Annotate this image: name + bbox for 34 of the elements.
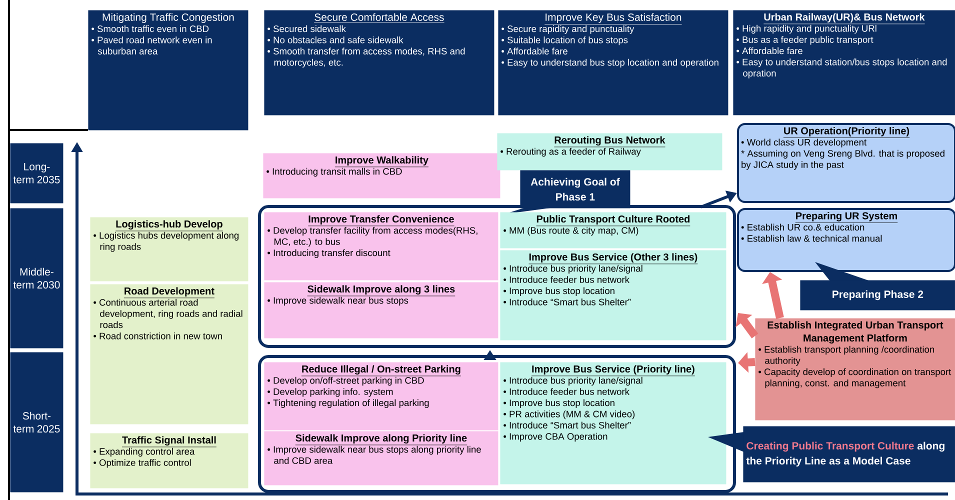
task-box: Public Transport Culture Rooted • MM (Bus route & city map, CM): [500, 212, 726, 248]
node-label: • Tightening regulation of illegal parking: [268, 399, 429, 408]
period-box: Long-term 2035: [10, 143, 64, 204]
arrow: [762, 272, 784, 319]
node-label: • Develop on/off-street parking in CBD: [268, 376, 424, 386]
task-box: UR Operation(Priority line) • World class UR development * Assuming on Veng Sreng Blvd. that is proposed by JICA study in the past: [737, 123, 955, 203]
task-box: Preparing UR System • Establish UR co.& education • Establish law & technical manual: [737, 208, 955, 272]
task-box: Sidewalk Improve along Priority line • Improve sidewalk near bus stops along priority line and CBD area: [264, 431, 498, 486]
rounded-frame: [258, 355, 736, 493]
period-box: Short-term 2025: [10, 352, 64, 492]
node-label: Sidewalk Improve along Priority line: [296, 434, 467, 444]
arrow: [736, 313, 758, 338]
task-box: Logistics-hub Develop • Logistics hubs development along ring roads: [90, 217, 248, 282]
node-label: • Improve sidewalk near bus stops along priority line and CBD area: [268, 446, 481, 464]
callout-box: Preparing Phase 2: [800, 262, 955, 310]
goal-box: Urban Railway(UR)& Bus Network • High rapidity and punctuality URl • Bus as a feeder public transport • Affordable fare • Easy to understand station/bus stops location and opration: [733, 10, 955, 116]
task-box: Traffic Signal Install • Expanding control area • Optimize traffic control: [90, 433, 248, 488]
task-box: Establish Integrated Urban Transport Management Platform • Establish transport planning /coordination authority • Capacity develop of coordination on transport planning, const. and management: [755, 318, 955, 420]
callout-box: Creating Public Transport Culture along the Priority Line as a Model Case: [708, 426, 955, 482]
goal-box: Mitigating Traffic Congestion • Smooth traffic even in CBD • Paved road network even in suburban area: [88, 10, 248, 130]
task-box: Improve Bus Service (Priority line) • Introduce bus priority lane/signal • Introduce feeder bus network • Improve bus stop location • PR activities (MM & CM video) • Introduce “Smart bus Shelter” • Improve CBA Operation: [500, 362, 726, 484]
task-box: Improve Walkability • Introducing transit malls in CBD: [263, 153, 500, 198]
node-label: • Develop parking info. system: [268, 388, 393, 397]
goal-box: Improve Key Bus Satisfaction • Secure rapidity and punctuality • Suitable location of bus stops • Affordable fare • Easy to understand bus stop location and operation: [498, 10, 728, 116]
task-box: Improve Transfer Convenience • Develop transfer facility from access modes(RHS, MC, etc.) to bus • Introducing transfer discount: [264, 212, 498, 280]
task-box: Road Development • Continuous arterial road development, ring roads and radial roads • Road constriction in new town: [90, 284, 248, 424]
task-box: Reduce Illegal / On-street Parking • Develop on/off-street parking in CBD • Develop parking info. system • Tightening regulation of illegal parking: [264, 362, 498, 430]
period-box: Middle-term 2030: [10, 208, 64, 348]
rounded-frame: [258, 205, 736, 348]
task-box: Rerouting Bus Network • Rerouting as a feeder of Railway: [497, 133, 722, 170]
callout-box: Achieving Goal of Phase 1: [505, 170, 630, 214]
node-label: Reduce Illegal / On-street Parking: [302, 365, 460, 375]
goal-box: Secure Comfortable Access • Secured sidewalk • No obstacles and safe sidewalk • Smooth transfer from access modes, RHS and motorcycles, etc.: [264, 10, 494, 116]
task-box: Sidewalk Improve along 3 lines • Improve sidewalk near bus stops: [264, 282, 498, 338]
